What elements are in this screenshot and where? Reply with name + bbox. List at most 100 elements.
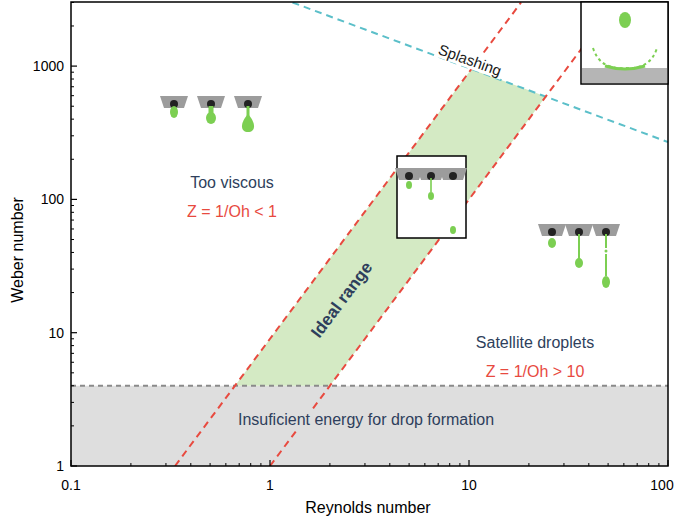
y-minor-tick bbox=[71, 252, 74, 253]
nozzle-orifice bbox=[449, 172, 457, 180]
droplet-tail bbox=[605, 234, 607, 248]
y-minor-tick bbox=[71, 212, 74, 213]
droplet-tail bbox=[430, 178, 432, 192]
nozzle bbox=[439, 168, 467, 180]
x-minor-tick bbox=[364, 463, 365, 466]
y-tick bbox=[71, 465, 77, 466]
x-minor-tick bbox=[424, 463, 425, 466]
droplet-tail bbox=[605, 254, 607, 276]
axis-ticks bbox=[71, 3, 668, 467]
droplet bbox=[548, 238, 556, 248]
y-tick bbox=[71, 65, 77, 66]
x-minor-tick bbox=[260, 463, 261, 466]
x-minor-tick bbox=[588, 463, 589, 466]
x-minor-tick bbox=[637, 463, 638, 466]
droplet bbox=[450, 226, 456, 234]
y-minor-tick bbox=[71, 25, 74, 26]
droplet bbox=[619, 12, 631, 28]
inset-frame bbox=[581, 2, 668, 84]
nozzle-orifice bbox=[548, 228, 556, 236]
y-tick bbox=[71, 199, 77, 200]
droplet bbox=[602, 276, 610, 288]
y-minor-tick bbox=[71, 239, 74, 240]
y-minor-tick bbox=[71, 402, 74, 403]
y-minor-tick bbox=[71, 425, 74, 426]
x-minor-tick bbox=[225, 463, 226, 466]
y-minor-tick bbox=[71, 353, 74, 354]
y-tick-label: 100 bbox=[41, 191, 64, 207]
ideal-inset bbox=[395, 156, 467, 238]
droplet bbox=[428, 192, 434, 200]
droplet bbox=[242, 114, 254, 132]
y-minor-tick bbox=[71, 2, 74, 3]
x-minor-tick bbox=[438, 463, 439, 466]
low-energy-region: Insuficient energy for drop formation bbox=[71, 386, 668, 466]
region-formula: Z = 1/Oh > 10 bbox=[486, 363, 585, 381]
z-limit-line bbox=[175, 3, 521, 467]
y-minor-tick bbox=[71, 362, 74, 363]
y-minor-tick bbox=[71, 220, 74, 221]
x-minor-tick bbox=[250, 463, 251, 466]
region-label: Ideal range bbox=[305, 256, 378, 344]
region-label: Satellite droplets bbox=[476, 334, 594, 352]
droplet bbox=[406, 181, 412, 189]
y-tick-label: 10 bbox=[48, 325, 64, 341]
region-label: Too viscous bbox=[190, 174, 274, 192]
x-minor-tick bbox=[210, 463, 211, 466]
y-minor-tick bbox=[71, 228, 74, 229]
x-tick-label: 0.1 bbox=[61, 477, 80, 493]
y-minor-tick bbox=[71, 106, 74, 107]
x-minor-tick bbox=[623, 463, 624, 466]
axis-title: Weber number bbox=[9, 197, 27, 303]
y-minor-tick bbox=[71, 338, 74, 339]
y-minor-tick bbox=[71, 135, 74, 136]
x-tick bbox=[70, 460, 71, 466]
droplet bbox=[206, 112, 216, 124]
x-minor-tick bbox=[389, 463, 390, 466]
y-minor-tick bbox=[71, 205, 74, 206]
threshold-line bbox=[71, 385, 668, 387]
droplet-tail bbox=[578, 234, 580, 260]
droplet bbox=[170, 106, 178, 118]
viscous-drop-icons bbox=[160, 96, 262, 132]
x-minor-tick bbox=[329, 463, 330, 466]
y-minor-tick bbox=[71, 372, 74, 373]
x-minor-tick bbox=[658, 463, 659, 466]
x-minor-tick bbox=[608, 463, 609, 466]
y-minor-tick bbox=[71, 292, 74, 293]
splashing-line bbox=[270, 2, 668, 142]
ideal-range-region: Ideal range bbox=[235, 69, 546, 386]
y-tick bbox=[71, 332, 77, 333]
nozzle-orifice bbox=[405, 172, 413, 180]
axis-title: Reynolds number bbox=[305, 499, 430, 517]
splash-crown bbox=[593, 48, 657, 68]
y-tick-label: 1000 bbox=[33, 58, 64, 74]
y-minor-tick bbox=[71, 95, 74, 96]
x-minor-tick bbox=[528, 463, 529, 466]
nozzle bbox=[538, 224, 566, 236]
y-minor-tick bbox=[71, 269, 74, 270]
y-minor-tick bbox=[71, 345, 74, 346]
region-label: Insuficient energy for drop formation bbox=[235, 411, 497, 429]
x-minor-tick bbox=[563, 463, 564, 466]
plot-frame bbox=[71, 2, 668, 466]
x-minor-tick bbox=[449, 463, 450, 466]
x-minor-tick bbox=[190, 463, 191, 466]
splash-base bbox=[605, 66, 645, 69]
y-minor-tick bbox=[71, 119, 74, 120]
x-minor-tick bbox=[165, 463, 166, 466]
y-minor-tick bbox=[71, 159, 74, 160]
x-tick bbox=[468, 460, 469, 466]
x-tick bbox=[667, 460, 668, 466]
x-tick-label: 100 bbox=[650, 477, 673, 493]
satellite-droplet bbox=[605, 250, 608, 253]
droplet bbox=[575, 258, 583, 268]
x-minor-tick bbox=[239, 463, 240, 466]
y-tick-label: 1 bbox=[56, 458, 64, 474]
y-minor-tick bbox=[71, 79, 74, 80]
x-minor-tick bbox=[130, 463, 131, 466]
x-minor-tick bbox=[459, 463, 460, 466]
x-tick-label: 1 bbox=[266, 477, 274, 493]
satellite-drop-icons bbox=[538, 224, 620, 288]
